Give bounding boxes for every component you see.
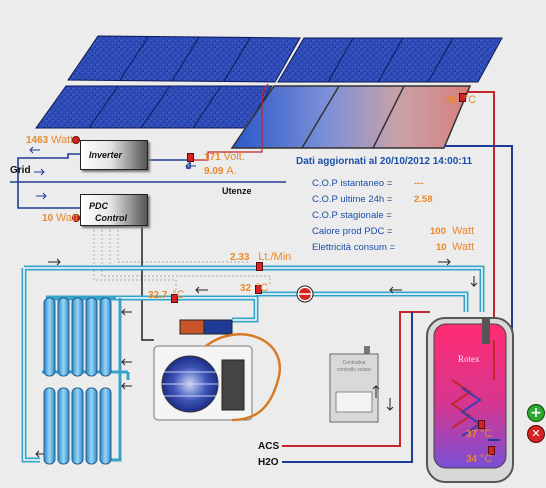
stat-row: Calore prod PDC = 100 Watt <box>312 225 474 237</box>
pdc-watt-dot <box>72 214 80 222</box>
tank-top-reading: 37 °C <box>466 428 492 440</box>
pipe-temp-2-unit: °C <box>255 282 269 294</box>
volt-unit: Volt. <box>223 151 245 163</box>
stat-row: Elettricità consum = 10 Watt <box>312 241 474 253</box>
collector-temp-unit: °C <box>463 94 477 106</box>
stat-value: 2.58 <box>414 194 433 205</box>
remove-button[interactable]: ✕ <box>527 425 545 443</box>
amp-unit: A. <box>226 165 237 177</box>
tank-top-marker <box>478 420 485 429</box>
stat-value: 10 <box>436 242 447 253</box>
pdc-watt-reading: 10 Watt <box>42 212 78 224</box>
flow-reading: 2.33 Lt./Min <box>230 251 291 263</box>
inverter-box[interactable]: Inverter <box>80 140 148 170</box>
pdc-watt-unit: Watt <box>55 212 79 224</box>
stat-row: C.O.P ultime 24h = 2.58 <box>312 194 433 205</box>
stat-value: --- <box>414 178 424 189</box>
collector-temp-marker <box>459 93 466 102</box>
stat-label: Calore prod PDC = <box>312 226 393 237</box>
tank-pipes <box>488 340 500 441</box>
pdc-control-box[interactable]: PDC Control <box>80 194 148 226</box>
radiator-feed-lines <box>42 298 130 462</box>
collector-temp-reading: 46 °C <box>446 94 476 106</box>
acs-label: ACS <box>258 441 280 452</box>
radiators-top <box>43 297 112 377</box>
stat-label: C.O.P stagionale = <box>312 210 392 221</box>
pipe-temp-reading-1: 32.7 °C <box>148 289 185 301</box>
stat-unit: Watt <box>452 241 475 253</box>
tank-bottom-reading: 34 °C <box>466 453 492 465</box>
stat-label: Elettricità consum = <box>312 242 396 253</box>
plus-icon: + <box>530 405 542 421</box>
tank-brand: Rotex <box>458 354 480 364</box>
solar-controller <box>329 346 379 423</box>
pipe-temp-2-value: 32 <box>240 283 252 294</box>
h2o-label: H2O <box>258 457 279 468</box>
pipe-temp-1-value: 32.7 <box>148 290 168 301</box>
update-timestamp: Dati aggiornati al 20/10/2012 14:00:11 <box>296 156 473 167</box>
inverter-watt-value: 1463 <box>26 135 49 146</box>
temp-sensor-marker-1 <box>171 294 178 303</box>
volt-sensor-marker <box>187 153 194 162</box>
controller-text: Centralina controllo solare <box>337 360 371 373</box>
inverter-label: Inverter <box>89 150 123 160</box>
inverter-watt-reading: 1463 Watt <box>26 134 73 146</box>
utenze-label: Utenze <box>222 186 252 196</box>
pump-icon[interactable] <box>296 285 314 303</box>
heating-loop-inner <box>23 267 483 461</box>
radiators-bottom <box>43 387 112 465</box>
thermal-collectors <box>230 85 472 149</box>
stat-row: C.O.P istantaneo = --- <box>312 178 424 189</box>
temp-sensor-marker-2 <box>255 285 262 294</box>
inverter-watt-unit: Watt <box>51 134 74 146</box>
inverter-watt-dot <box>72 136 80 144</box>
pv-array <box>35 35 503 129</box>
pdc-label-2: Control <box>95 213 127 223</box>
tank-top-value: 37 <box>466 429 478 440</box>
tank-bottom-marker <box>488 446 495 455</box>
collector-temp-value: 46 <box>446 95 458 106</box>
pdc-cable <box>141 222 154 341</box>
volt-value: 171 <box>204 152 221 163</box>
loop-arrows <box>35 258 478 458</box>
stats-panel: C.O.P istantaneo = --- C.O.P ultime 24h … <box>312 178 482 258</box>
stat-unit: Watt <box>452 225 475 237</box>
amp-value: 9.09 <box>204 166 224 177</box>
pipe-temp-reading-2: 32 °C <box>240 282 268 294</box>
stat-row: C.O.P stagionale = <box>312 210 392 221</box>
pdc-label-1: PDC <box>89 201 109 211</box>
flow-value: 2.33 <box>230 252 250 263</box>
flow-unit: Lt./Min <box>258 251 292 263</box>
pdc-watt-value: 10 <box>42 213 54 224</box>
amp-reading: 9.09 A. <box>204 165 237 177</box>
plate-heat-exchanger <box>179 319 233 335</box>
tank-bottom-unit: °C <box>479 453 493 465</box>
pipe-temp-1-unit: °C <box>172 289 185 301</box>
add-button[interactable]: + <box>527 404 545 422</box>
dhw-lines <box>282 311 430 463</box>
flow-sensor-marker <box>256 262 263 271</box>
arrow-lines <box>29 146 196 200</box>
stat-label: C.O.P ultime 24h = <box>312 194 393 205</box>
cross-icon: ✕ <box>531 427 541 440</box>
volt-reading: 171 Volt. <box>204 151 245 163</box>
grid-label: Grid <box>10 165 31 176</box>
stat-value: 100 <box>430 226 446 237</box>
tank-top-unit: °C <box>479 428 493 440</box>
tank-bottom-value: 34 <box>466 454 478 465</box>
stat-label: C.O.P istantaneo = <box>312 178 393 189</box>
heat-pump-unit <box>153 333 282 422</box>
